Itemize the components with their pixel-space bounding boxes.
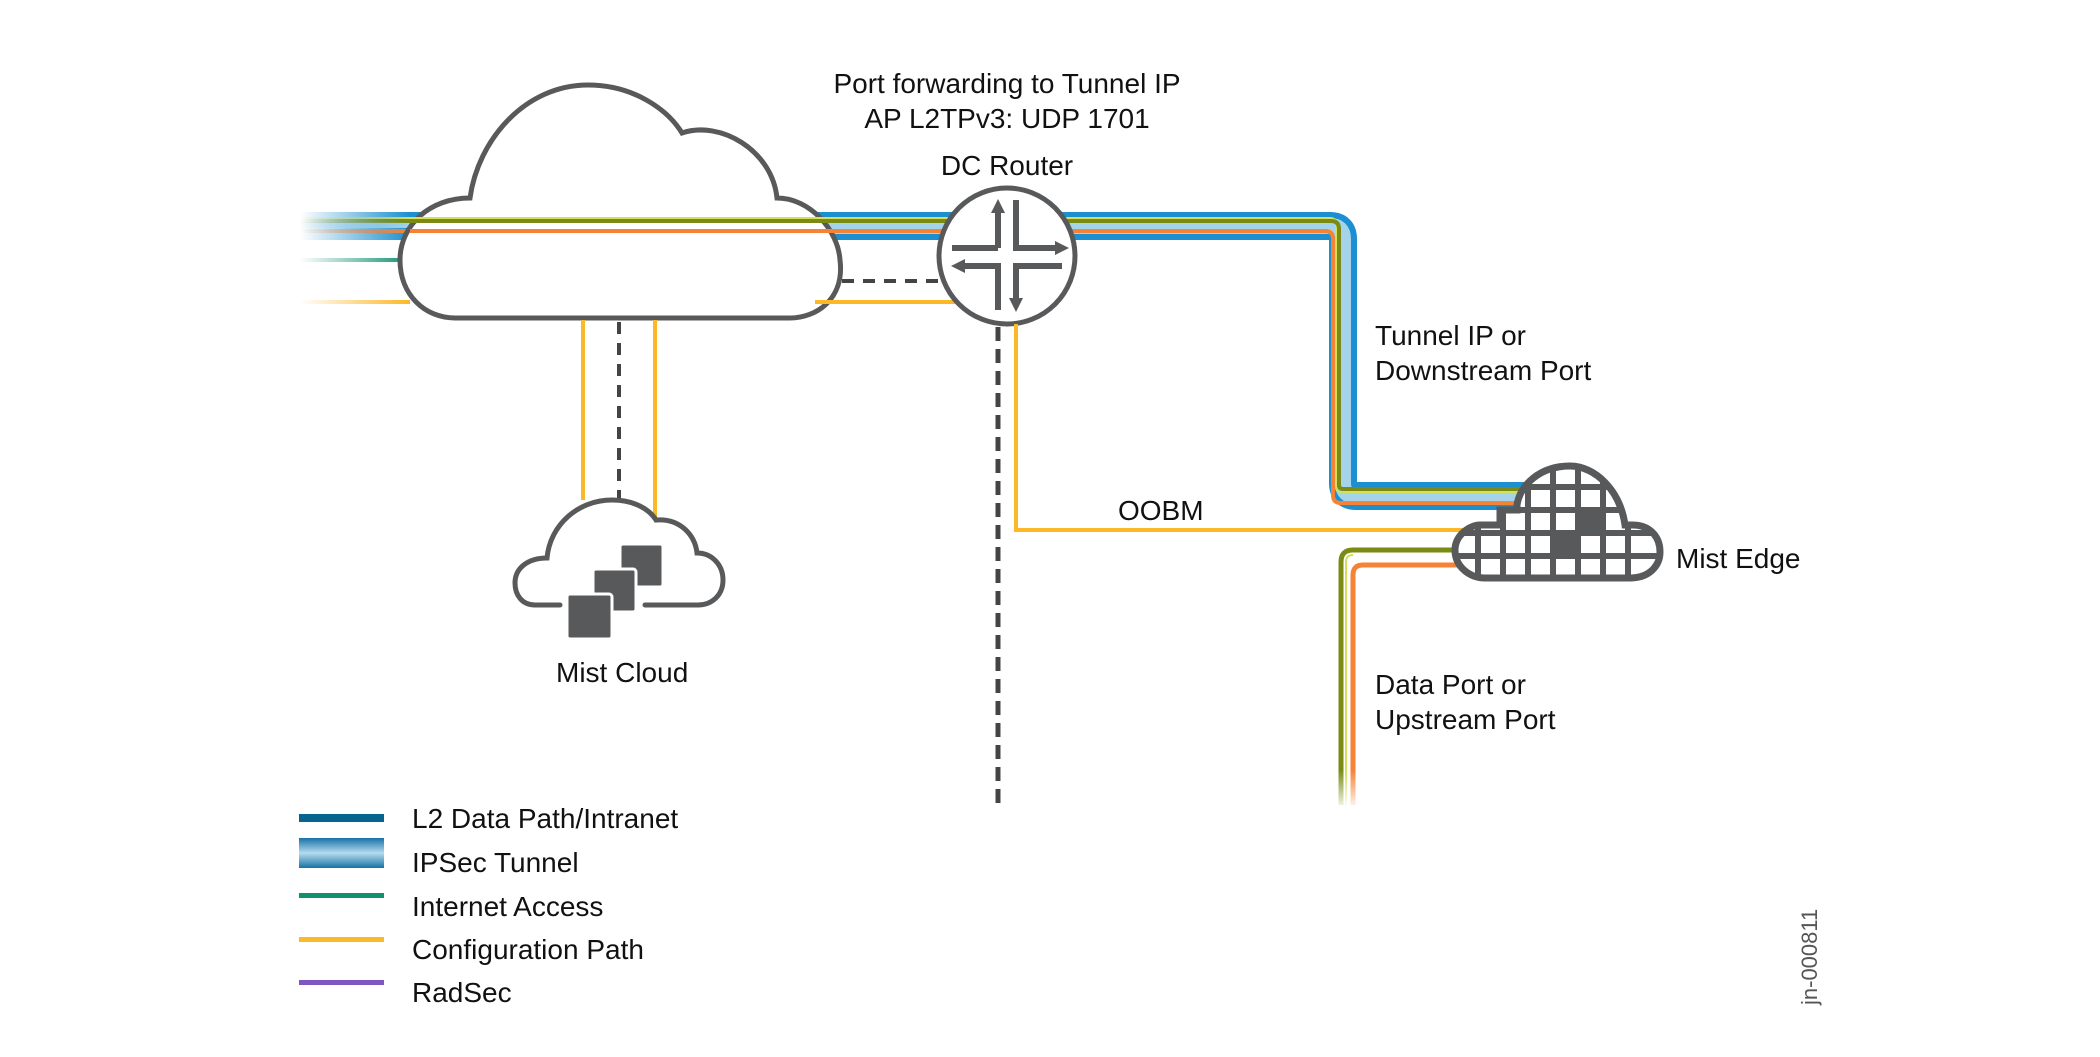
mist-edge-label: Mist Edge — [1676, 543, 1801, 574]
legend-swatch-ipsec — [299, 838, 384, 868]
l2-olive-stub — [300, 219, 410, 223]
mist-edge-icon — [1451, 462, 1664, 582]
legend-label-radsec: RadSec — [412, 977, 512, 1008]
legend-swatch-config — [299, 937, 384, 942]
dc-router-label: DC Router — [941, 150, 1073, 181]
ipsec-tunnel-stub-light — [300, 222, 410, 228]
l2-orange-stub — [300, 229, 410, 233]
legend-label-l2-data: L2 Data Path/Intranet — [412, 803, 678, 834]
upstream-olive-line — [1338, 547, 1470, 805]
olive-line — [410, 219, 1545, 491]
legend-label-ipsec: IPSec Tunnel — [412, 847, 579, 878]
router-arrows — [952, 200, 1062, 310]
legend: L2 Data Path/Intranet IPSec Tunnel Inter… — [299, 803, 678, 1008]
dc-router-icon — [936, 185, 1078, 327]
orange-line — [410, 229, 1545, 505]
legend-label-config: Configuration Path — [412, 934, 644, 965]
router-arrowheads — [951, 199, 1069, 312]
mist-cloud-label: Mist Cloud — [556, 657, 688, 688]
l2tpv3-port-label: AP L2TPv3: UDP 1701 — [864, 103, 1149, 134]
cloud-outline — [397, 82, 844, 321]
legend-swatch-radsec — [299, 980, 384, 985]
mist-cloud-square-1 — [565, 592, 614, 641]
l2-olive-light-stub — [300, 217, 410, 219]
data-port-label: Data Port or — [1375, 669, 1526, 700]
downstream-port-label: Downstream Port — [1375, 355, 1592, 386]
left-incoming-links — [300, 212, 410, 304]
l2-data-lines — [410, 217, 1545, 505]
router-circle — [936, 185, 1078, 327]
config-path-link — [300, 300, 410, 304]
legend-swatch-l2-data — [299, 814, 384, 822]
mist-cloud-outline — [512, 497, 726, 608]
legend-swatch-internet — [299, 893, 384, 898]
legend-label-internet: Internet Access — [412, 891, 603, 922]
upstream-port-label: Upstream Port — [1375, 704, 1556, 735]
upstream-orange-line — [1350, 562, 1470, 805]
oobm-config-link — [1014, 324, 1470, 532]
port-forwarding-label: Port forwarding to Tunnel IP — [833, 68, 1180, 99]
olive-light-line — [410, 217, 1545, 493]
upstream-olive-light — [1345, 554, 1354, 805]
tunnel-ip-label: Tunnel IP or — [1375, 320, 1526, 351]
figure-id: jn-000811 — [1797, 909, 1822, 1006]
oobm-label: OOBM — [1118, 495, 1204, 526]
internet-access-link — [300, 258, 410, 262]
internet-cloud-icon — [397, 82, 844, 321]
mist-cloud-icon — [512, 497, 726, 641]
